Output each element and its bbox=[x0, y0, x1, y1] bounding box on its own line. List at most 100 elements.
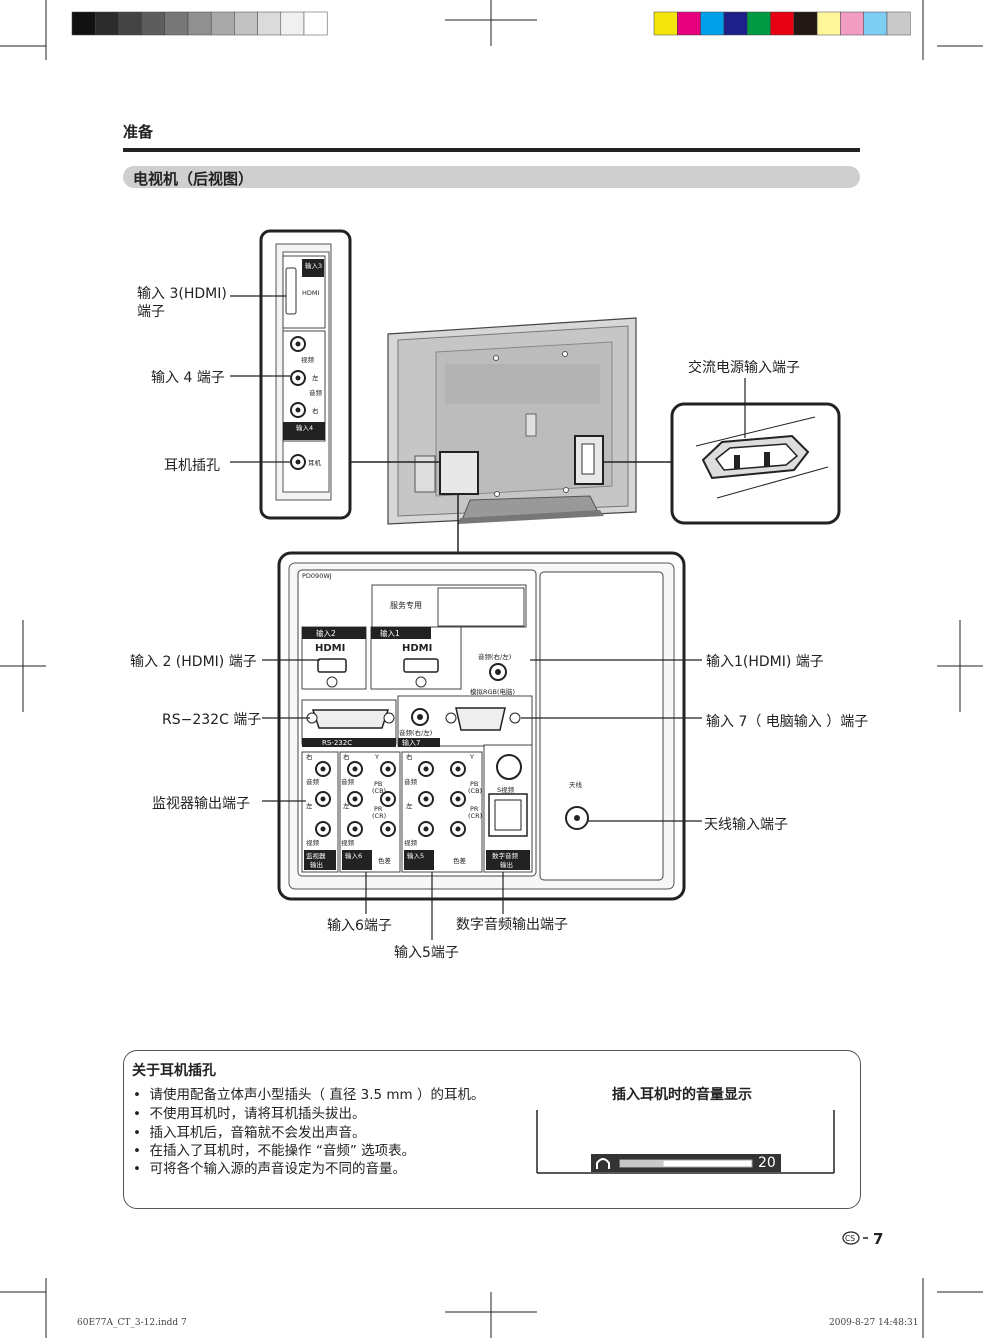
p-video-1: 视频 bbox=[306, 838, 320, 847]
side-audio-label: 音频 bbox=[309, 388, 323, 397]
rca-jack-pin bbox=[455, 796, 461, 802]
volume-display-title: 插入耳机时的音量显示 bbox=[612, 1087, 752, 1103]
note-item-text: 在插入了耳机时，不能操作 “音频” 选项表。 bbox=[149, 1143, 416, 1159]
main-panel-labels: PD090WJ 服务专用 输入2 输入1 HDMI HDMI 音频(右/左) 模… bbox=[302, 572, 583, 869]
p-right-2: 右 bbox=[343, 752, 350, 761]
gray-swatch bbox=[303, 11, 328, 36]
service-label: 服务专用 bbox=[390, 600, 422, 610]
side-in3-label: 输入3 bbox=[305, 261, 322, 270]
p-pr-6: PR bbox=[374, 805, 383, 813]
callout-input5: 输入5端子 bbox=[394, 945, 459, 961]
in6-panel-label: 输入6 bbox=[345, 851, 362, 860]
in7-label: 输入7 bbox=[402, 738, 420, 747]
note-title: 关于耳机插孔 bbox=[132, 1063, 216, 1079]
side-panel-labels: 输入3 HDMI 视频 左 音频 右 输入4 耳机 bbox=[296, 261, 323, 467]
footer-file: 60E77A_CT_3-12.indd 7 bbox=[77, 1318, 187, 1328]
p-pr-5: PR bbox=[470, 805, 479, 813]
side-in4-label: 输入4 bbox=[296, 423, 313, 432]
in1-label: 输入1 bbox=[380, 628, 400, 638]
side-phones-label: 耳机 bbox=[308, 458, 322, 467]
diff-label-5: 色差 bbox=[453, 856, 467, 865]
gray-swatch bbox=[164, 11, 189, 36]
hdmi2-logo: HDMI bbox=[315, 643, 345, 654]
gray-swatch bbox=[257, 11, 282, 36]
subsection-title: 电视机（后视图） bbox=[133, 170, 254, 188]
hdmi1-logo: HDMI bbox=[402, 643, 432, 654]
callout-hdmi3-line2: 端子 bbox=[137, 304, 165, 320]
p-y-5: Y bbox=[469, 753, 474, 761]
rca-jack-pin bbox=[320, 826, 326, 832]
note-item: • 请使用配备立体声小型插头（ 直径 3.5 mm ）的耳机。 bbox=[133, 1087, 485, 1103]
color-swatch bbox=[770, 11, 795, 36]
callout-monitor: 监视器输出端子 bbox=[152, 796, 250, 812]
rca-jack-pin bbox=[423, 796, 429, 802]
digital-out-label: 数字音频 bbox=[492, 851, 519, 860]
monitor-out-label: 监视器 bbox=[306, 851, 326, 860]
color-swatch bbox=[653, 11, 678, 36]
gray-swatch bbox=[280, 11, 305, 36]
gray-swatch bbox=[71, 11, 96, 36]
note-item: • 插入耳机后，音箱就不会发出声音。 bbox=[133, 1125, 366, 1141]
p-video-3: 视频 bbox=[404, 838, 418, 847]
color-calibration-bar bbox=[653, 11, 911, 36]
section-title: 准备 bbox=[123, 123, 154, 141]
audio-rl-label: 音频(右/左) bbox=[478, 652, 511, 661]
color-swatch bbox=[793, 11, 818, 36]
rca-jack-pin bbox=[385, 826, 391, 832]
note-item: • 在插入了耳机时，不能操作 “音频” 选项表。 bbox=[133, 1143, 416, 1159]
rca-jack-pin bbox=[320, 766, 326, 772]
headphone-icon bbox=[596, 1158, 610, 1169]
callout-input4: 输入 4 端子 bbox=[151, 370, 225, 386]
p-pb-5: PB bbox=[470, 780, 478, 788]
color-swatch bbox=[700, 11, 725, 36]
note-item: • 不使用耳机时，请将耳机插头拔出。 bbox=[133, 1106, 366, 1122]
gray-swatch bbox=[210, 11, 235, 36]
callout-input7: 输入 7（ 电脑输入 ）端子 bbox=[706, 714, 869, 730]
color-swatch bbox=[677, 11, 701, 36]
callout-hdmi1: 输入1(HDMI) 端子 bbox=[706, 654, 824, 670]
gray-swatch bbox=[94, 11, 119, 36]
rs232-label: RS-232C bbox=[322, 739, 352, 747]
color-swatch bbox=[816, 11, 841, 36]
note-item-text: 可将各个输入源的声音设定为不同的音量。 bbox=[149, 1161, 407, 1177]
footer-stamp: 2009-8-27 14:48:31 bbox=[829, 1318, 919, 1328]
inset-leader-lines bbox=[350, 461, 672, 553]
callout-digital: 数字音频输出端子 bbox=[456, 917, 568, 933]
p-cr-6: (CR) bbox=[372, 812, 386, 820]
rca-jack-pin bbox=[352, 826, 358, 832]
callout-hdmi3: 输入 3(HDMI) bbox=[137, 286, 227, 302]
language-badge: CS bbox=[842, 1231, 868, 1245]
antenna-panel-label: 天线 bbox=[569, 780, 583, 789]
volume-display-graphic bbox=[536, 1110, 835, 1174]
p-right-1: 右 bbox=[306, 752, 313, 761]
digital-out-label-2: 输出 bbox=[500, 860, 513, 869]
gray-color-bar bbox=[71, 11, 328, 36]
note-item-text: 插入耳机后，音箱就不会发出声音。 bbox=[149, 1125, 366, 1141]
lang-label: CS bbox=[845, 1234, 855, 1243]
heading-rule bbox=[123, 148, 860, 152]
svideo-label: S视频 bbox=[497, 785, 515, 794]
callout-input6: 输入6端子 bbox=[327, 918, 392, 934]
color-swatch bbox=[886, 11, 911, 36]
p-cr-5: (CR) bbox=[468, 812, 482, 820]
in5-panel-label: 输入5 bbox=[407, 851, 424, 860]
side-hdmi-label: HDMI bbox=[302, 289, 320, 297]
p-audio-2: 音频 bbox=[341, 777, 355, 786]
gray-swatch bbox=[234, 11, 258, 36]
tv-rear-illustration bbox=[387, 317, 637, 525]
color-swatch bbox=[746, 11, 771, 36]
p-cb-6: (CB) bbox=[372, 787, 386, 795]
callout-antenna: 天线输入端子 bbox=[704, 817, 788, 833]
color-swatch bbox=[863, 11, 888, 36]
rca-jack-pin bbox=[455, 826, 461, 832]
rca-jack-group bbox=[315, 761, 466, 837]
rca-jack-pin bbox=[385, 796, 391, 802]
audio-rl2-label: 音频(右/左) bbox=[399, 728, 432, 737]
p-cb-5: (CB) bbox=[468, 787, 482, 795]
rca-jack-pin bbox=[320, 796, 326, 802]
rca-jack-pin bbox=[423, 766, 429, 772]
side-panel-inset bbox=[259, 229, 352, 520]
callout-leader-lines bbox=[230, 295, 746, 940]
